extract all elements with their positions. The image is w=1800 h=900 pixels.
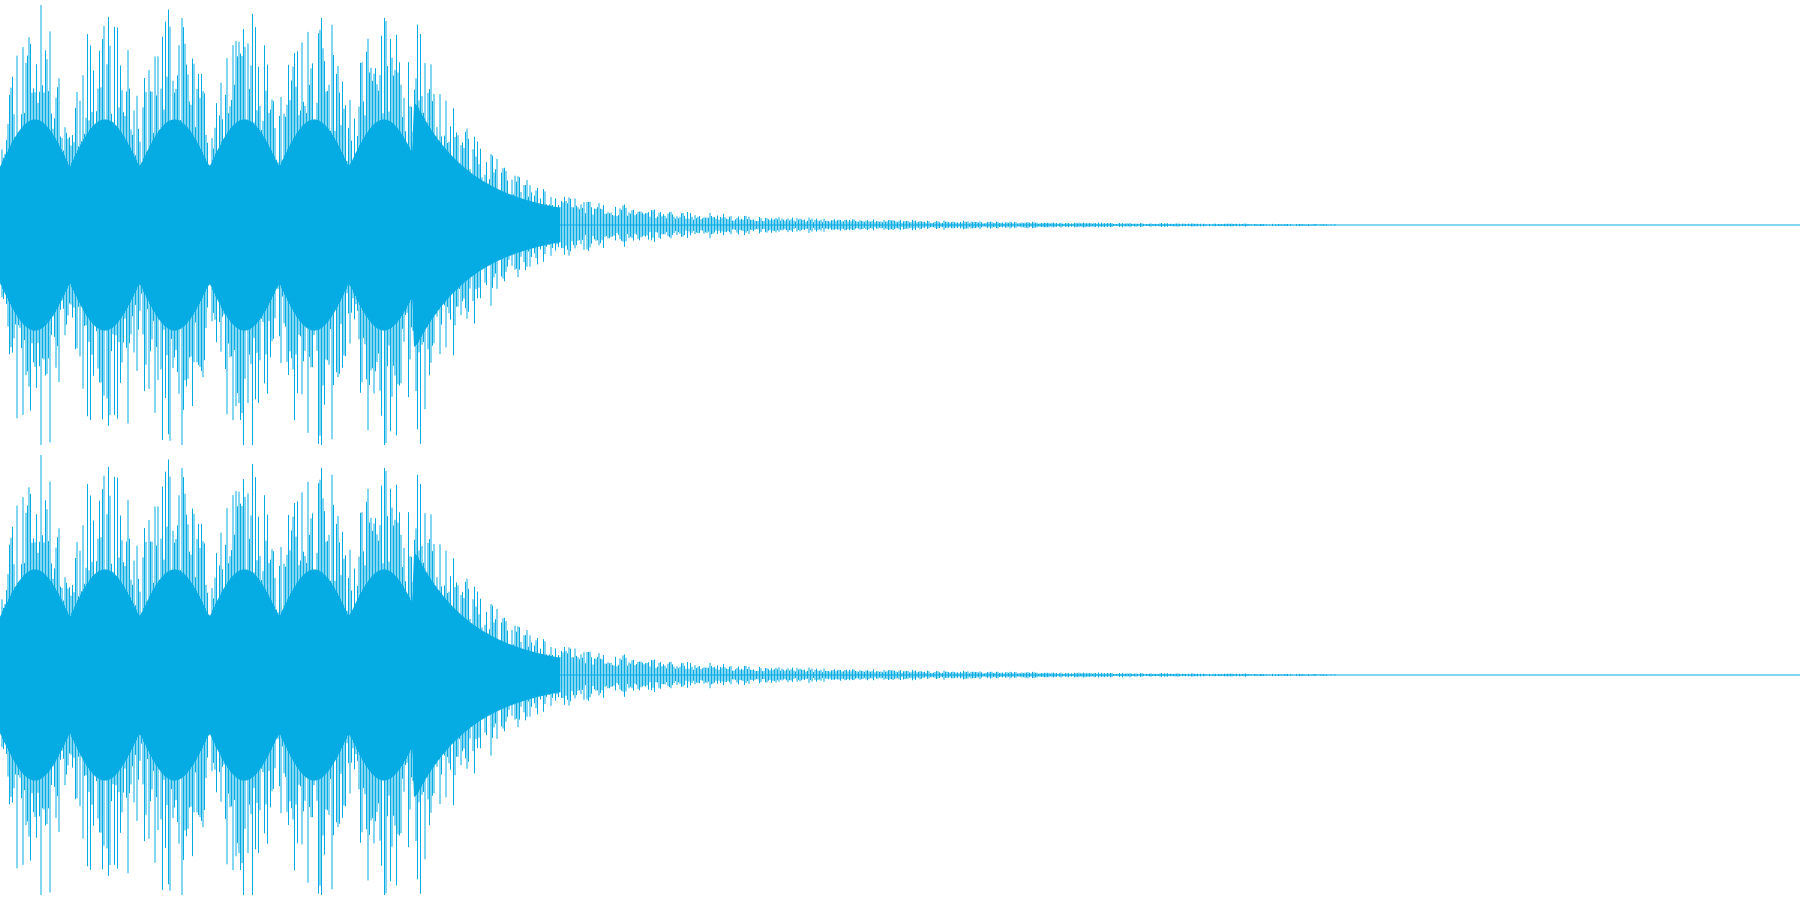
waveform-channel-left: [0, 5, 1800, 445]
waveform-channel-right: [0, 455, 1800, 895]
waveform-samples: [1, 455, 1338, 895]
waveform-samples: [1, 5, 1338, 445]
